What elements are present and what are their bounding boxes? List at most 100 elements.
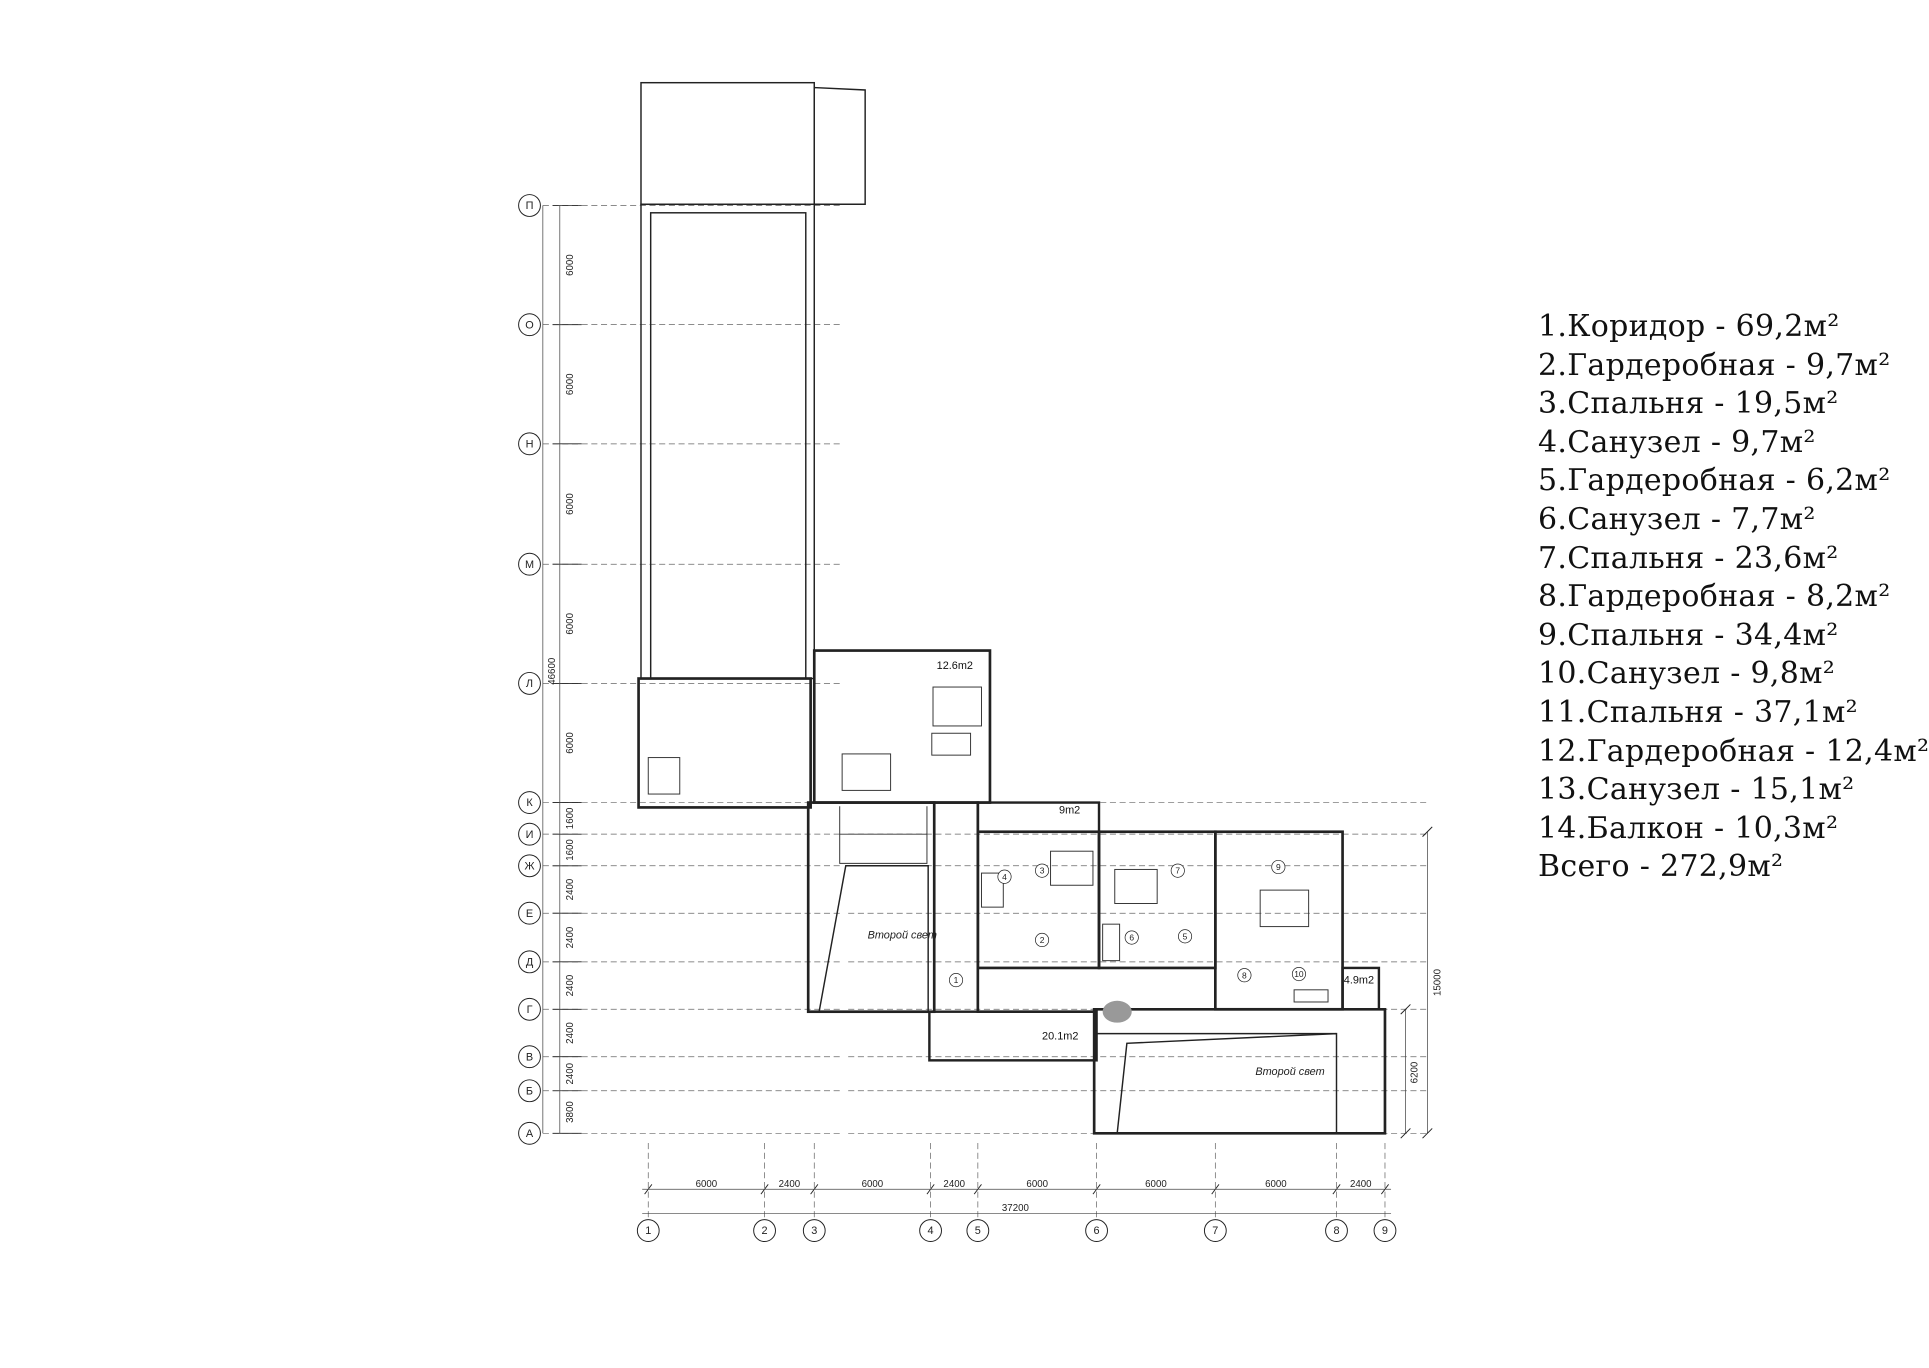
legend-item: 4.Санузел - 9,7м² bbox=[1538, 424, 1816, 460]
wardrobe-9m2 bbox=[976, 801, 1101, 833]
bedroom-11 bbox=[812, 649, 992, 804]
right-dim-lower-text: 6200 bbox=[1410, 1061, 1421, 1083]
row-axis-label: Г bbox=[527, 1004, 533, 1016]
roof-block bbox=[640, 81, 815, 206]
room-number: 5 bbox=[1183, 931, 1188, 941]
legend-item: 10.Санузел - 9,8м² bbox=[1538, 656, 1836, 692]
legend-item: 12.Гардеробная - 12,4м² bbox=[1538, 733, 1929, 769]
col-dim-text: 2400 bbox=[779, 1179, 801, 1190]
second-light-void-right bbox=[1116, 1032, 1338, 1135]
dimension-lines bbox=[542, 205, 1433, 1214]
row-axis-label: Д bbox=[526, 956, 534, 968]
row-axis-label: Ж bbox=[524, 860, 534, 872]
col-axis-label: 5 bbox=[975, 1225, 981, 1237]
room-number-circle bbox=[1170, 863, 1185, 878]
bedroom-3 bbox=[976, 830, 1101, 970]
right-dim-tick bbox=[1400, 1128, 1411, 1139]
row-axis-label: Н bbox=[526, 438, 534, 450]
row-dim-text: 1600 bbox=[565, 807, 576, 829]
col-axis-label: 9 bbox=[1382, 1225, 1388, 1237]
second-light-void-left bbox=[818, 865, 929, 1013]
rug-icon bbox=[932, 686, 982, 727]
bed-9-icon bbox=[1259, 889, 1310, 928]
legend-item: 1.Коридор - 69,2м² bbox=[1538, 309, 1840, 344]
legend-item: 13.Санузел - 15,1м² bbox=[1538, 772, 1855, 808]
row-axis-marker bbox=[518, 194, 541, 217]
room-number-circle bbox=[997, 869, 1012, 884]
col-axis-label: 2 bbox=[762, 1225, 768, 1237]
row-axis-marker bbox=[518, 1121, 541, 1145]
row-axis-marker bbox=[518, 1079, 541, 1103]
col-dim-text: 6000 bbox=[1026, 1179, 1048, 1190]
legend-total: Всего - 272,9м² bbox=[1538, 849, 1784, 885]
col-axis-label: 7 bbox=[1212, 1225, 1218, 1237]
right-dim-tick bbox=[1422, 1128, 1433, 1139]
col-axis-labels: 1 2 3 4 5 6 7 8 9 bbox=[636, 1219, 1397, 1243]
plant-icon bbox=[1102, 1000, 1132, 1023]
legend-item: 6.Санузел - 7,7м² bbox=[1538, 501, 1816, 537]
total-width-text: 37200 bbox=[1002, 1203, 1030, 1214]
furniture bbox=[647, 686, 1329, 1003]
col-axis-label: 4 bbox=[928, 1225, 934, 1237]
right-dim-tick bbox=[1400, 1004, 1411, 1015]
room-number-circle bbox=[1271, 859, 1286, 875]
row-dim-text: 2400 bbox=[565, 878, 576, 900]
row-axis-label: О bbox=[525, 319, 533, 331]
area-12-6: 12.6m2 bbox=[937, 660, 973, 672]
row-dim-text: 6000 bbox=[565, 373, 576, 395]
col-axis-marker bbox=[1203, 1219, 1227, 1243]
room-number: 7 bbox=[1175, 866, 1180, 876]
row-axis-marker bbox=[518, 313, 541, 337]
row-axis-label: А bbox=[526, 1128, 534, 1140]
row-dim-text: 6000 bbox=[565, 254, 576, 276]
bed-11-icon bbox=[841, 753, 892, 791]
col-axis-label: 6 bbox=[1094, 1225, 1100, 1237]
col-dim-text: 6000 bbox=[862, 1179, 884, 1190]
row-axis-label: Л bbox=[526, 678, 533, 690]
col-axis-label: 8 bbox=[1333, 1225, 1339, 1237]
col-axis-marker bbox=[1085, 1219, 1108, 1243]
row-dim-text: 2400 bbox=[565, 1022, 576, 1044]
atrium-outer bbox=[640, 203, 815, 680]
row-dim-text: 2400 bbox=[565, 926, 576, 948]
bedroom-9 bbox=[1214, 830, 1344, 1011]
col-axis-marker bbox=[1325, 1219, 1348, 1243]
row-axis-marker bbox=[518, 901, 541, 925]
second-light-right bbox=[1092, 1007, 1387, 1135]
room-number-circle bbox=[1124, 930, 1139, 945]
col-axis-marker bbox=[919, 1219, 942, 1243]
col-axis-label: 1 bbox=[645, 1225, 651, 1237]
col-dim-text: 6000 bbox=[1145, 1179, 1167, 1190]
room-number: 10 bbox=[1294, 969, 1304, 979]
row-axis-marker bbox=[518, 822, 541, 846]
room-number: 4 bbox=[1002, 872, 1007, 882]
col-axis-label: 3 bbox=[811, 1225, 817, 1237]
room-number: 6 bbox=[1129, 933, 1134, 943]
room-number: 8 bbox=[1242, 970, 1247, 980]
row-axis-label: Е bbox=[526, 908, 533, 920]
stairs-icon bbox=[839, 806, 928, 864]
area-9: 9m2 bbox=[1059, 804, 1080, 816]
right-dim-upper-text: 15000 bbox=[1433, 968, 1444, 996]
row-axis-marker bbox=[518, 552, 541, 576]
roof-side bbox=[813, 86, 866, 206]
row-dim-text: 1600 bbox=[565, 839, 576, 861]
atrium-inner bbox=[649, 212, 807, 680]
room-number-circle bbox=[949, 973, 964, 988]
col-axis-marker bbox=[802, 1219, 826, 1243]
bath-icon bbox=[647, 757, 681, 795]
bed-3-icon bbox=[1050, 850, 1094, 886]
legend-item: 5.Гардеробная - 6,2м² bbox=[1538, 463, 1891, 499]
legend-item: 14.Балкон - 10,3м² bbox=[1538, 810, 1839, 846]
room-number-circle bbox=[1178, 929, 1193, 944]
left-wing bbox=[637, 677, 812, 809]
sofa-icon bbox=[931, 732, 972, 756]
row-axis-marker bbox=[518, 997, 541, 1021]
legend-item: 9.Спальня - 34,4м² bbox=[1538, 617, 1839, 653]
row-axis-marker bbox=[518, 950, 541, 974]
col-dim-text: 6000 bbox=[696, 1179, 718, 1190]
area-4-9: 4.9m2 bbox=[1344, 975, 1374, 987]
area-20-1: 20.1m2 bbox=[1042, 1031, 1078, 1043]
